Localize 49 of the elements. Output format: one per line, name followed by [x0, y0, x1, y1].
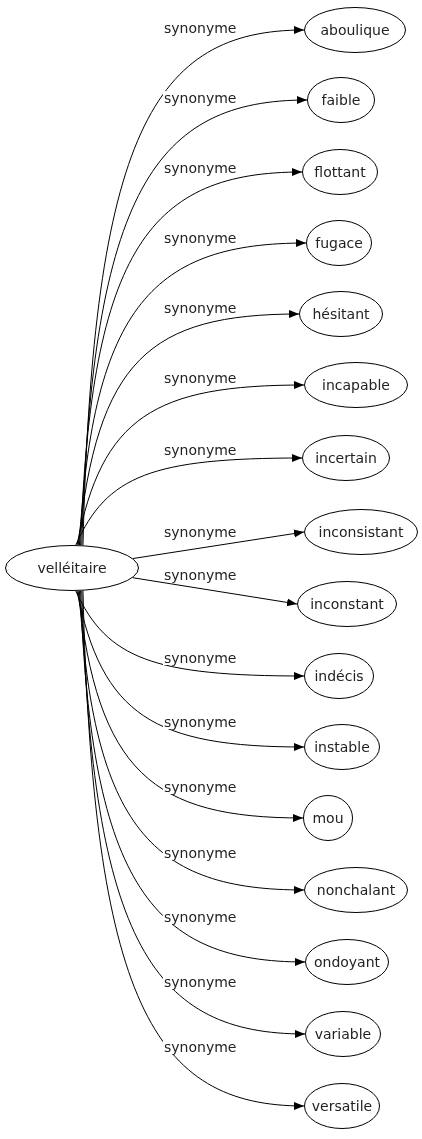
node-label: mou — [312, 811, 344, 825]
node-label: ondoyant — [313, 955, 381, 969]
arrow — [132, 577, 298, 607]
arrow — [80, 168, 303, 546]
edge-label: synonyme — [163, 1040, 238, 1055]
ellipse-node — [305, 939, 389, 985]
node-label: incapable — [322, 378, 390, 392]
ellipse-node — [304, 7, 406, 53]
node-label: variable — [314, 1027, 372, 1041]
arrow — [77, 590, 304, 822]
arrow — [75, 454, 303, 546]
arrow — [78, 590, 305, 894]
arrow — [80, 590, 306, 966]
node-label: incertain — [315, 451, 377, 465]
node-label: instable — [314, 740, 370, 754]
ellipse-node — [302, 149, 378, 195]
ellipse-node — [304, 867, 408, 913]
edge-label: synonyme — [163, 90, 238, 105]
ellipse-node — [304, 362, 408, 408]
ellipse-node — [306, 220, 372, 266]
node-label: hésitant — [312, 307, 370, 321]
arrow — [76, 590, 305, 751]
node-label: inconsistant — [318, 525, 404, 539]
node-label: nonchalant — [316, 883, 396, 897]
ellipse-node — [303, 795, 353, 841]
ellipse-node — [304, 1083, 380, 1129]
arrow — [76, 381, 305, 546]
node-label: inconstant — [310, 597, 384, 611]
arrow — [78, 239, 307, 546]
node-label: fugace — [315, 236, 363, 250]
ellipse-node — [5, 545, 139, 591]
node-label: versatile — [311, 1099, 373, 1113]
ellipse-node — [299, 291, 383, 337]
ellipse-node — [302, 435, 390, 481]
node-label: aboulique — [320, 23, 390, 37]
node-label: velléitaire — [37, 561, 107, 575]
edge-label: synonyme — [163, 975, 238, 990]
ellipse-node — [297, 581, 397, 627]
node-label: flottant — [314, 165, 366, 179]
node-label: faible — [321, 93, 361, 107]
ellipse-node — [304, 653, 374, 699]
ellipse-node — [304, 724, 380, 770]
ellipse-node — [307, 77, 375, 123]
arrow — [75, 590, 305, 680]
arrow — [132, 529, 305, 560]
arrow — [77, 310, 300, 546]
node-label: indécis — [314, 669, 364, 683]
ellipse-node — [304, 509, 418, 555]
ellipse-node — [305, 1011, 381, 1057]
